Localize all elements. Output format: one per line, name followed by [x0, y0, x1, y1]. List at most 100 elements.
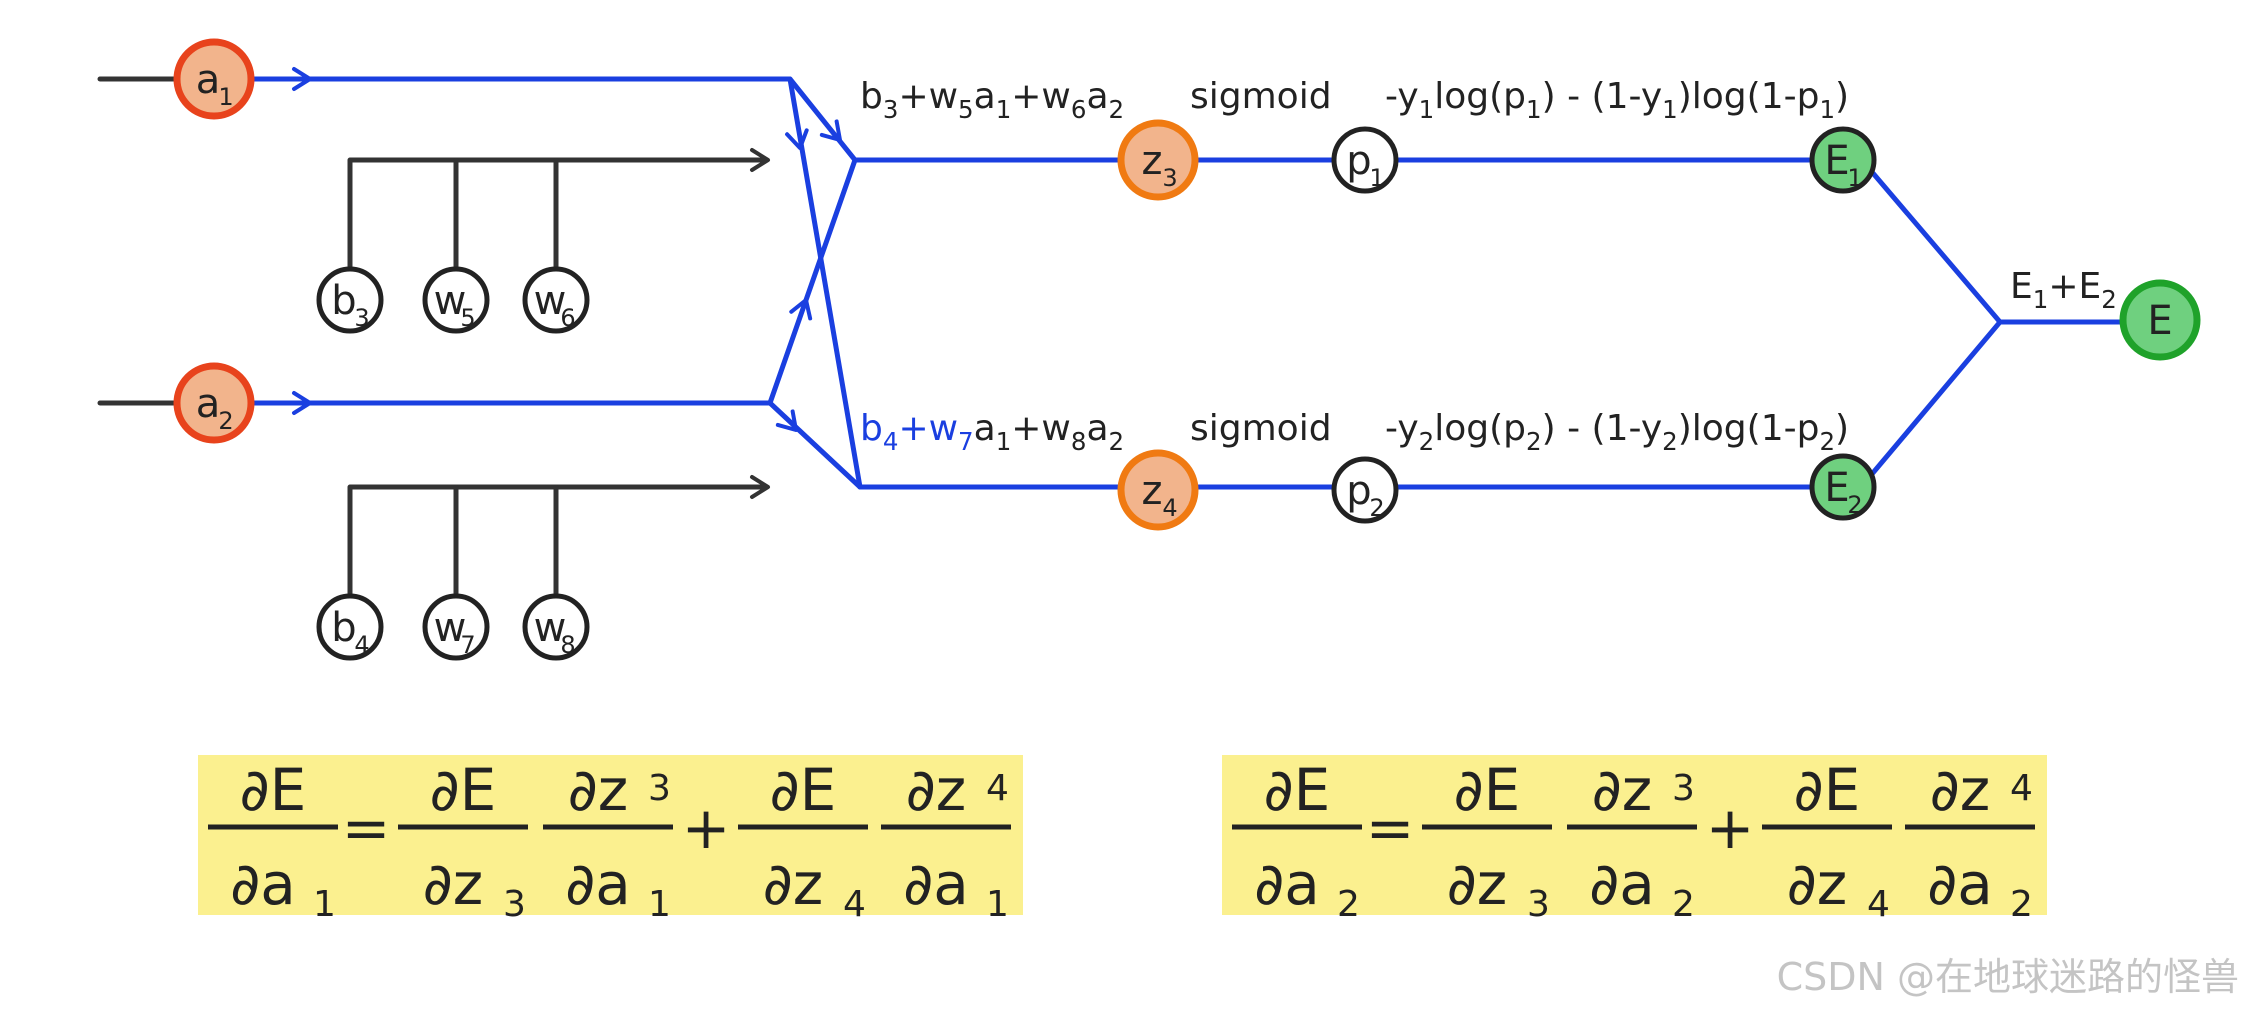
sum-label: E1+E2 [2010, 266, 2117, 314]
node-circle [1331, 126, 1399, 194]
node-subscript: 1 [218, 83, 233, 111]
fraction-numerator: ∂z [1592, 756, 1652, 824]
node-label: z [1142, 138, 1163, 184]
node-subscript: 2 [218, 407, 233, 435]
term-1-fraction: ∂E ∂z 3 [1422, 756, 1552, 925]
arrow-bus-bot [750, 475, 770, 499]
node-circle [2119, 279, 2201, 361]
node-e1: E1 [1809, 126, 1877, 194]
fraction-denominator: ∂a [1927, 850, 1993, 918]
fraction-denominator: ∂z [1447, 850, 1507, 918]
plus-sign: + [682, 794, 731, 862]
fraction-subscript: 4 [986, 768, 1009, 809]
node-subscript: 1 [1847, 164, 1862, 192]
fraction-subscript: 3 [648, 768, 671, 809]
node-w8: w8 [522, 593, 590, 661]
node-label: w [434, 605, 467, 651]
node-subscript: 7 [460, 631, 475, 659]
fraction-subscript: 3 [1527, 884, 1550, 925]
node-subscript: 1 [1369, 164, 1384, 192]
fraction-denominator: ∂a [230, 850, 296, 918]
equals-sign: = [342, 794, 391, 862]
node-a1: a1 [173, 38, 255, 120]
node-circle [173, 38, 255, 120]
bus-bot [347, 484, 768, 625]
term-2-fraction: ∂z 3 ∂a 2 [1567, 756, 1697, 925]
node-label: p [1346, 468, 1371, 514]
node-label: E [1824, 138, 1849, 184]
node-circle [522, 266, 590, 334]
fraction-numerator: ∂z [1930, 756, 1990, 824]
term-4-fraction: ∂z 4 ∂a 1 [881, 756, 1011, 925]
node-subscript: 4 [1162, 494, 1177, 522]
fraction-denominator: ∂a [903, 850, 969, 918]
fraction-denominator: ∂z [1787, 850, 1847, 918]
node-circle [522, 593, 590, 661]
path-a2-cross [767, 400, 863, 490]
node-subscript: 8 [560, 631, 575, 659]
arrow-a2-diag [775, 409, 798, 432]
node-label: z [1142, 468, 1163, 514]
fraction-subscript: 2 [1672, 884, 1695, 925]
node-label: a [196, 381, 221, 427]
node-circle [1809, 453, 1877, 521]
node-subscript: 5 [460, 304, 475, 332]
loss-top: -y1log(p1) - (1-y1)log(1-p1) [1385, 76, 1849, 124]
fraction-subscript: 1 [648, 884, 671, 925]
watermark: CSDN @在地球迷路的怪兽 [1776, 955, 2239, 999]
bus-top [347, 157, 768, 298]
node-subscript: 4 [354, 631, 369, 659]
node-label: w [434, 278, 467, 324]
node-circle [422, 593, 490, 661]
plus-sign: + [1706, 794, 1755, 862]
fraction-numerator: ∂z [568, 756, 628, 824]
node-e2: E2 [1809, 453, 1877, 521]
equation-background [1222, 755, 2047, 915]
node-p1: p1 [1331, 126, 1399, 194]
arrow-a2-up [789, 298, 813, 321]
node-e: E [2119, 279, 2201, 361]
node-label: E [2147, 298, 2172, 344]
path-a1-cross [787, 76, 863, 490]
fraction-subscript: 3 [1672, 768, 1695, 809]
node-circle [1117, 449, 1199, 531]
fraction-numerator: ∂E [430, 756, 497, 824]
node-w7: w7 [422, 593, 490, 661]
node-p2: p2 [1331, 456, 1399, 524]
node-label: b [331, 278, 356, 324]
node-subscript: 3 [1162, 164, 1177, 192]
fraction-subscript: 3 [503, 884, 526, 925]
arrow-a2 [292, 391, 312, 415]
fraction-subscript: 4 [1867, 884, 1890, 925]
node-label: b [331, 605, 356, 651]
fraction-subscript: 2 [1337, 884, 1360, 925]
node-subscript: 3 [354, 304, 369, 332]
fraction-denominator: ∂a [1589, 850, 1655, 918]
arrow-a1-diag [819, 119, 842, 142]
fraction-denominator: ∂a [565, 850, 631, 918]
fraction-numerator: ∂z [906, 756, 966, 824]
flow-E2-E [1869, 319, 2003, 477]
node-label: w [534, 278, 567, 324]
node-label: a [196, 57, 221, 103]
node-circle [173, 362, 255, 444]
arrow-a1 [292, 67, 312, 91]
equation-background [198, 755, 1023, 915]
fraction-numerator: ∂E [1454, 756, 1521, 824]
fraction-subscript: 1 [986, 884, 1009, 925]
fraction-numerator: ∂E [770, 756, 837, 824]
node-circle [1117, 119, 1199, 201]
arrow-a1-down [785, 128, 809, 150]
fraction-subscript: 1 [313, 884, 336, 925]
node-circle [316, 593, 384, 661]
fraction-subscript: 4 [2010, 768, 2033, 809]
